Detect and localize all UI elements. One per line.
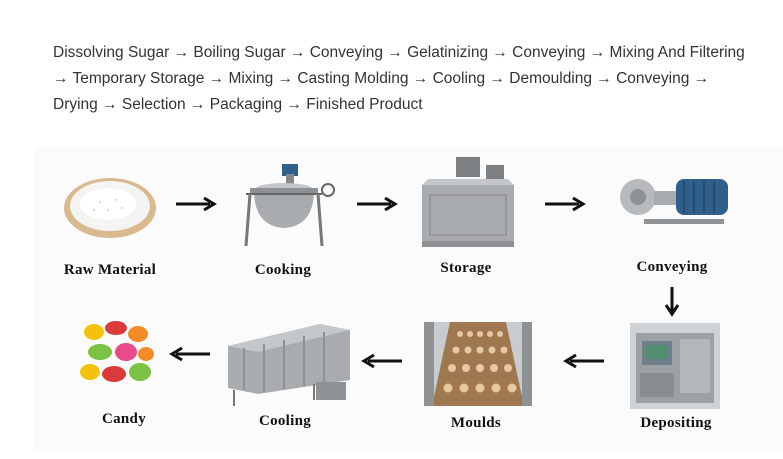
pump-motor-icon: [620, 179, 728, 224]
storage-tank-icon: [422, 157, 514, 247]
process-description: Dissolving Sugar → Boiling Sugar → Conve…: [53, 44, 745, 113]
step-label: Raw Material: [63, 262, 157, 278]
sugar-bowl-icon: [64, 178, 156, 238]
arrow-left-icon: [361, 353, 402, 369]
mould-conveyor-icon: [424, 322, 532, 406]
gummy-candy-icon: [80, 321, 154, 382]
cooling-tunnel-icon: [228, 324, 350, 406]
arrow-down-icon: [664, 287, 680, 317]
step-label: Cooking: [254, 262, 312, 278]
step-label: Moulds: [450, 415, 502, 431]
arrow-left-icon: [563, 353, 604, 369]
step-label: Candy: [101, 411, 147, 427]
step-label: Storage: [440, 260, 492, 276]
arrow-right-icon: [545, 196, 586, 212]
depositing-machine-icon: [630, 323, 720, 409]
step-label: Conveying: [636, 259, 708, 275]
arrow-right-icon: [357, 196, 398, 212]
step-label: Depositing: [640, 415, 712, 431]
cooking-kettle-icon: [244, 164, 335, 247]
arrow-right-icon: [176, 196, 217, 212]
arrow-left-icon: [169, 346, 210, 362]
step-label: Cooling: [258, 413, 312, 429]
